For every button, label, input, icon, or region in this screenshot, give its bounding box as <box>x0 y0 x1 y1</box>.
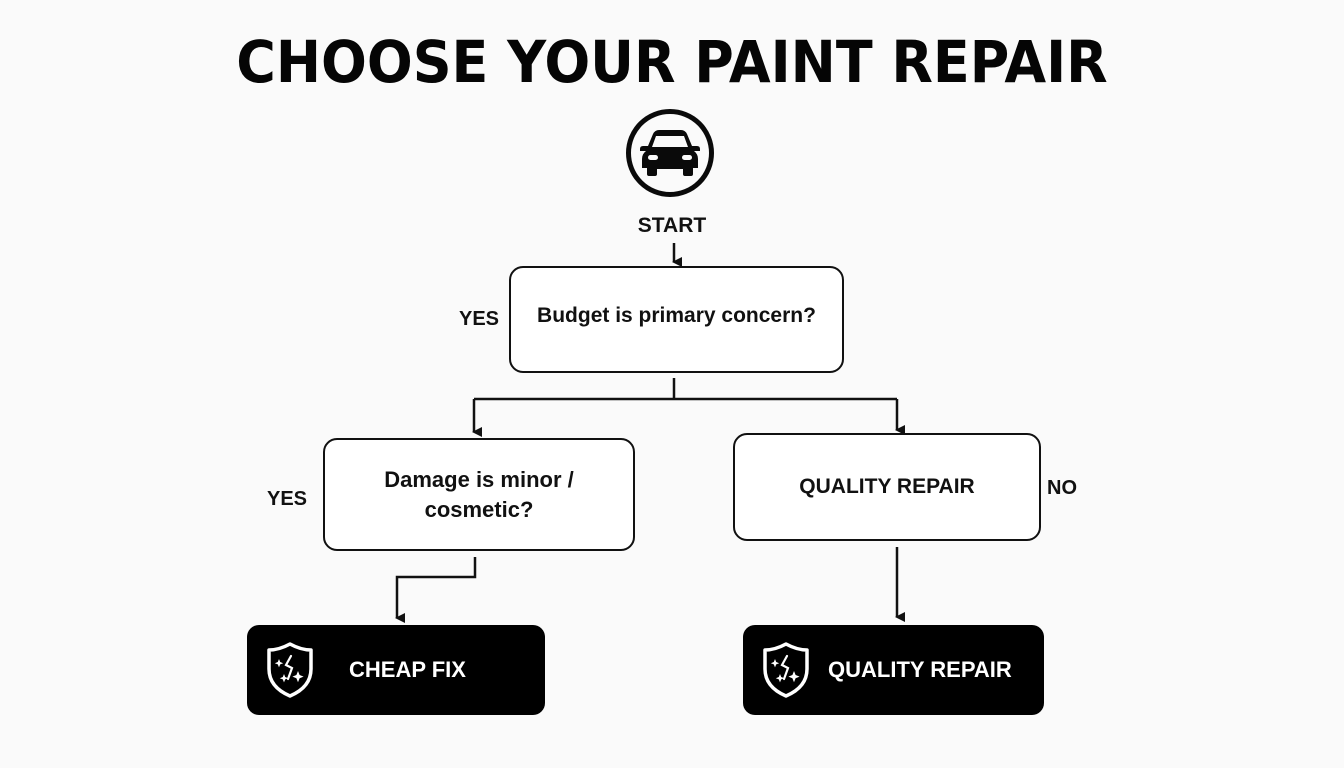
budget-question-node: Budget is primary concern? <box>509 266 844 373</box>
damage-yes-label: YES <box>267 488 308 510</box>
start-node <box>626 109 714 197</box>
shield-sparkle-icon <box>763 642 809 698</box>
quality-repair-node: QUALITY REPAIR <box>733 433 1041 541</box>
damage-question-text: Damage is minor / cosmetic? <box>384 466 574 522</box>
outcome-cheap-fix: CHEAP FIX <box>247 625 545 715</box>
outcome-quality-repair: QUALITY REPAIR <box>743 625 1044 715</box>
quality-repair-text: QUALITY REPAIR <box>799 475 975 498</box>
budget-question-text: Budget is primary concern? <box>537 304 816 327</box>
quality-no-label: NO <box>1047 477 1077 499</box>
outcome-label: QUALITY REPAIR <box>828 657 1012 682</box>
shield-sparkle-icon <box>267 642 313 698</box>
start-label: START <box>637 214 707 237</box>
damage-question-node: Damage is minor / cosmetic? <box>323 438 635 551</box>
outcome-label: CHEAP FIX <box>349 657 466 682</box>
budget-yes-label: YES <box>459 308 500 330</box>
car-icon <box>640 130 700 176</box>
page-title: CHOOSE YOUR PAINT REPAIR <box>236 28 1108 96</box>
